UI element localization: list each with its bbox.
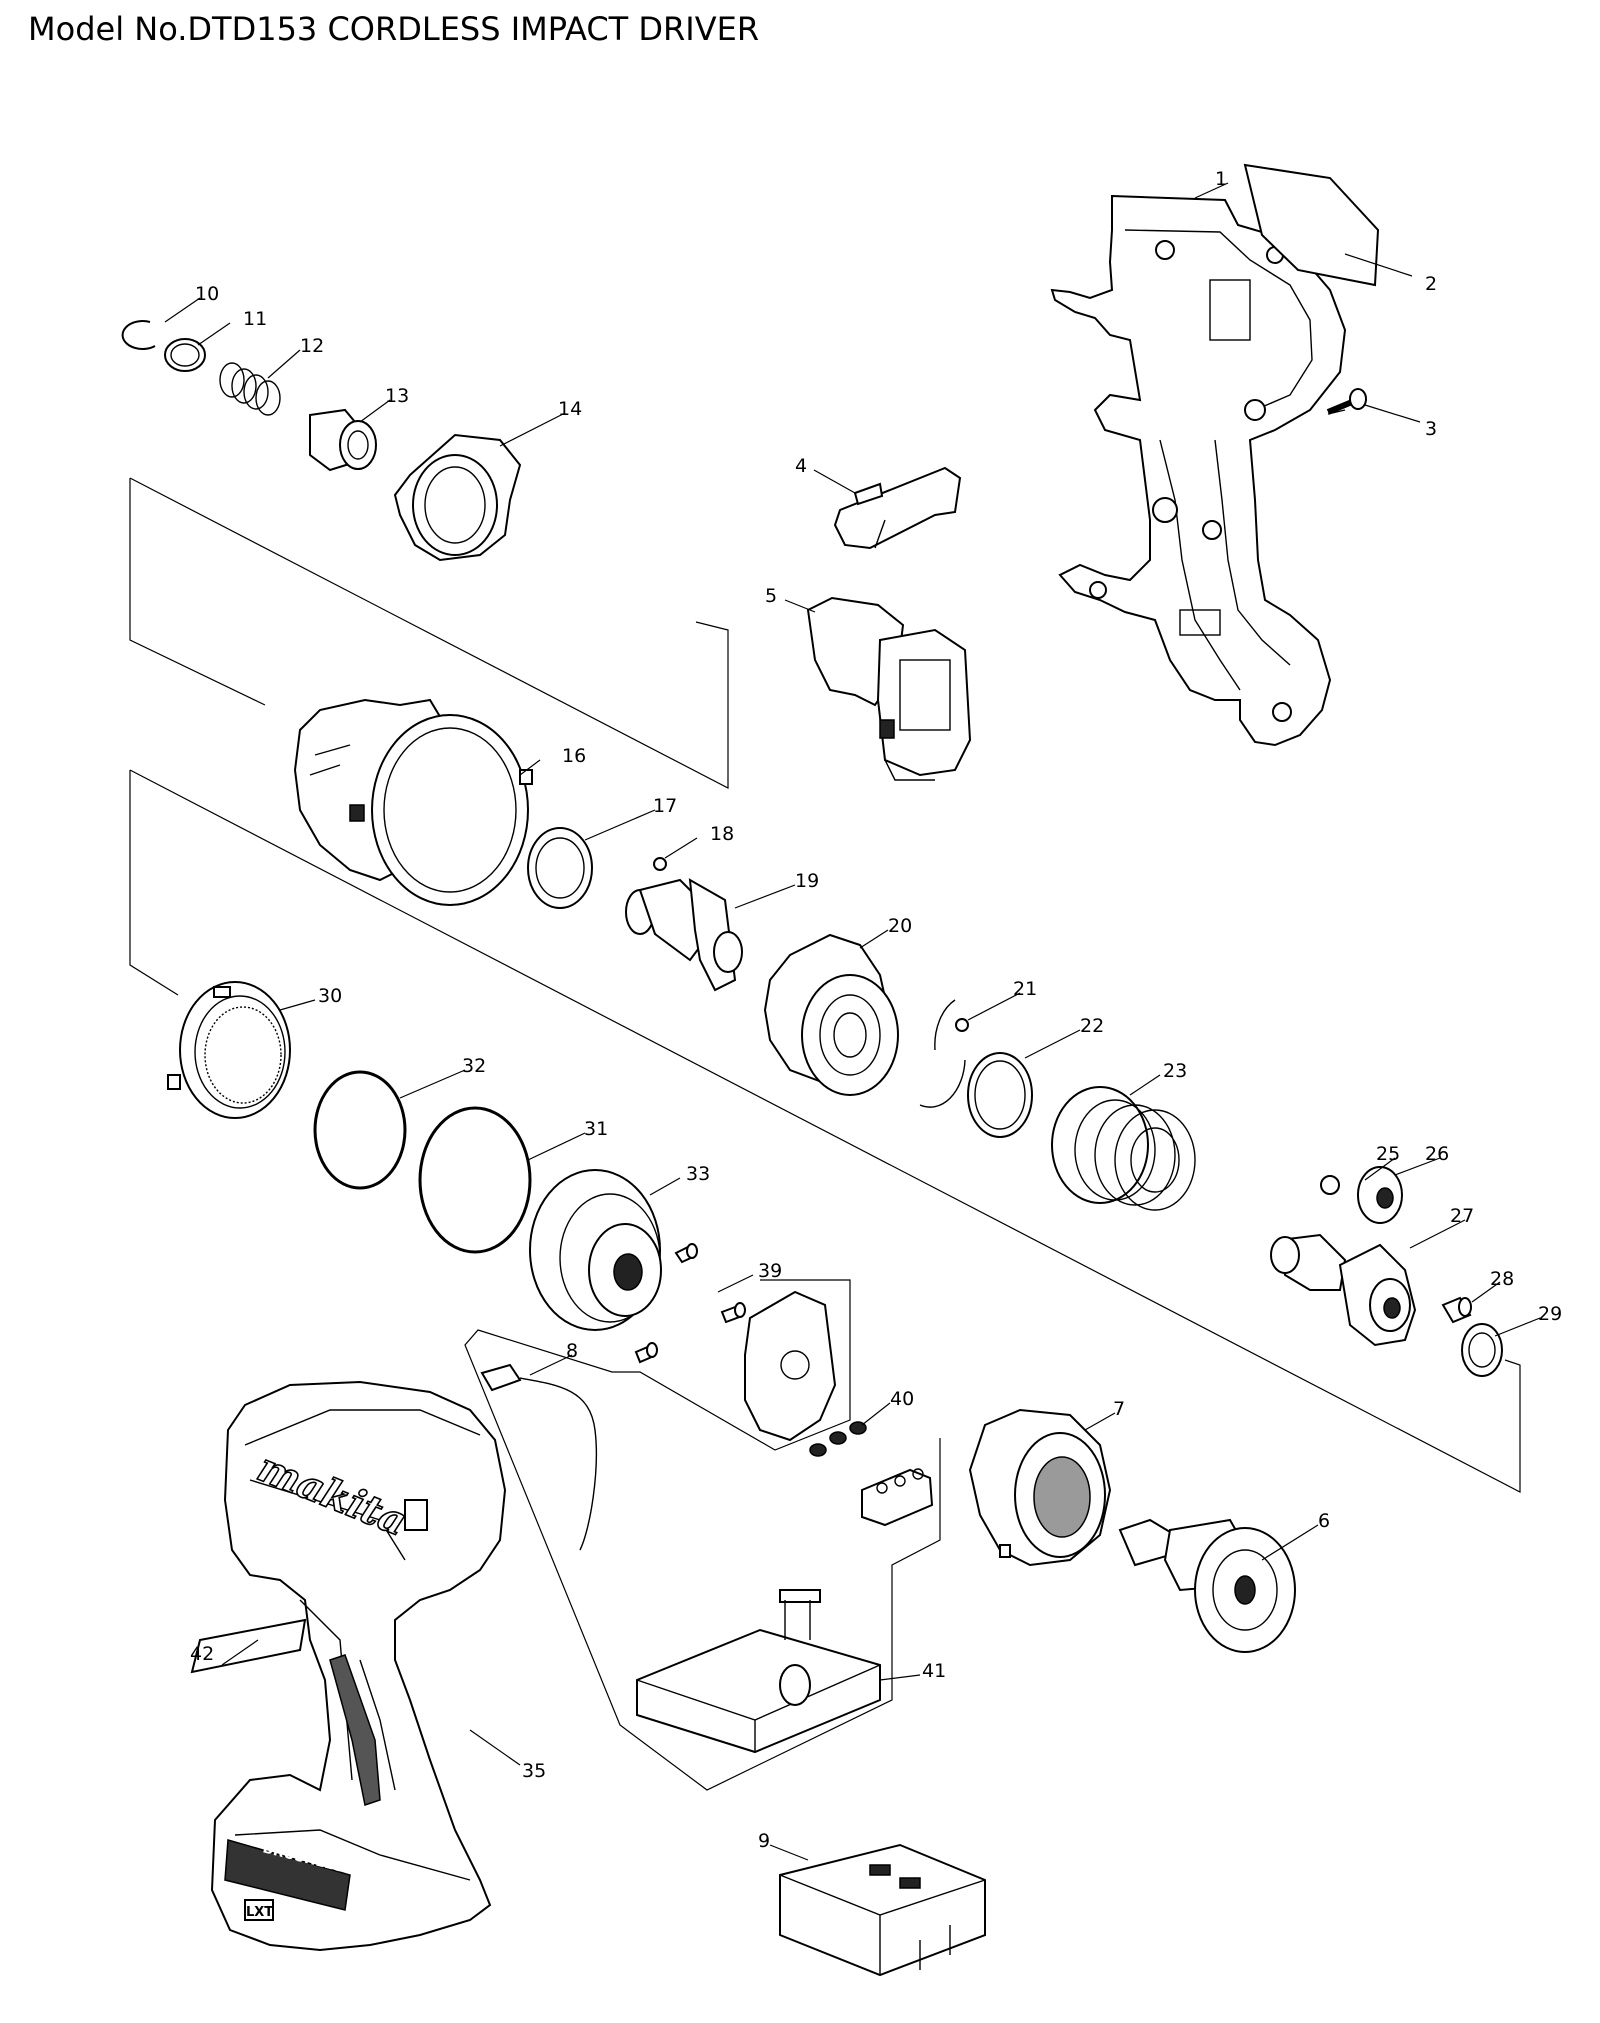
part-label-10: 10 [195, 283, 219, 305]
part-label-11: 11 [243, 308, 267, 330]
part-label-9: 9 [758, 1830, 770, 1852]
part-4-forward-reverse-lever [833, 466, 962, 550]
part-label-17: 17 [653, 795, 677, 817]
part-31-o-ring [418, 1106, 532, 1254]
part-19-spindle [625, 878, 743, 992]
group-outline-controller [464, 1279, 941, 1791]
part-label-30: 30 [318, 985, 342, 1007]
part-5-switch [806, 596, 972, 781]
part-13-sleeve [309, 408, 377, 472]
part-41-controller [636, 1589, 881, 1754]
part-35-housing-assembly: LXT BRUSHLESS makita [210, 1380, 507, 1952]
part-label-35: 35 [522, 1760, 546, 1782]
part-label-4: 4 [795, 455, 807, 477]
part-10-retaining-ring [121, 320, 156, 350]
part-number-labels: 1 2 3 4 5 6 7 8 9 10 11 12 13 14 16 17 1… [190, 168, 1562, 1852]
part-20-hammer [763, 933, 899, 1096]
part-label-5: 5 [765, 585, 777, 607]
part-label-3: 3 [1425, 418, 1437, 440]
part-label-39: 39 [758, 1260, 782, 1282]
part-label-21: 21 [1013, 978, 1037, 1000]
part-label-22: 22 [1080, 1015, 1104, 1037]
part-28-needle-pin [1441, 1296, 1472, 1324]
part-label-8: 8 [566, 1340, 578, 1362]
group-outline-upper [129, 477, 729, 789]
part-label-29: 29 [1538, 1303, 1562, 1325]
part-25-ball [1320, 1175, 1340, 1195]
part-label-6: 6 [1318, 1510, 1330, 1532]
part-1-housing-half [1050, 194, 1347, 747]
group-outline-lower [129, 769, 1521, 1493]
part-label-41: 41 [922, 1660, 946, 1682]
part-29-flat-washer [1461, 1323, 1503, 1377]
part-label-28: 28 [1490, 1268, 1514, 1290]
part-30-internal-gear [167, 981, 291, 1119]
part-label-12: 12 [300, 335, 324, 357]
part-6-rotor [1118, 1518, 1296, 1653]
part-label-27: 27 [1450, 1205, 1474, 1227]
part-22-flat-washer [967, 1052, 1033, 1138]
part-26-gear [1357, 1166, 1403, 1224]
part-3-screw [1326, 388, 1367, 415]
part-label-18: 18 [710, 823, 734, 845]
part-17-washer [527, 827, 593, 909]
part-16-hammer-case [293, 698, 533, 906]
part-label-33: 33 [686, 1163, 710, 1185]
part-label-25: 25 [1376, 1143, 1400, 1165]
part-label-20: 20 [888, 915, 912, 937]
part-11-ring [164, 338, 206, 372]
terminal-block [861, 1468, 934, 1527]
page-title: Model No.DTD153 CORDLESS IMPACT DRIVER [28, 10, 760, 48]
part-2-label-plate [1243, 163, 1380, 287]
part-label-13: 13 [385, 385, 409, 407]
part-label-19: 19 [795, 870, 819, 892]
part-label-14: 14 [558, 398, 582, 420]
part-label-31: 31 [584, 1118, 608, 1140]
part-23-compression-spring [1051, 1086, 1196, 1211]
part-label-2: 2 [1425, 273, 1437, 295]
part-label-1: 1 [1215, 168, 1227, 190]
part-8-lead-wire [480, 1363, 598, 1551]
part-label-26: 26 [1425, 1143, 1449, 1165]
part-label-42: 42 [190, 1643, 214, 1665]
lxt-badge: LXT [246, 1905, 273, 1920]
part-33-bearing-box [529, 1169, 662, 1331]
part-12-spring [219, 362, 281, 416]
part-21-steel-balls-ring [919, 999, 969, 1108]
part-27-spindle-carrier [1270, 1233, 1417, 1347]
part-39-screws [634, 1243, 746, 1364]
part-14-front-cap [393, 433, 522, 562]
leader-lines [164, 182, 1541, 1861]
part-18-steel-ball [653, 857, 667, 871]
part-label-23: 23 [1163, 1060, 1187, 1082]
part-label-16: 16 [562, 745, 586, 767]
part-7-stator [968, 1408, 1112, 1567]
sensor-plate [744, 1290, 837, 1442]
part-9-battery-terminal [779, 1843, 986, 1977]
part-label-40: 40 [890, 1388, 914, 1410]
part-40-screws [809, 1421, 867, 1457]
part-32-o-ring [313, 1070, 407, 1190]
part-label-7: 7 [1113, 1398, 1125, 1420]
part-label-32: 32 [462, 1055, 486, 1077]
